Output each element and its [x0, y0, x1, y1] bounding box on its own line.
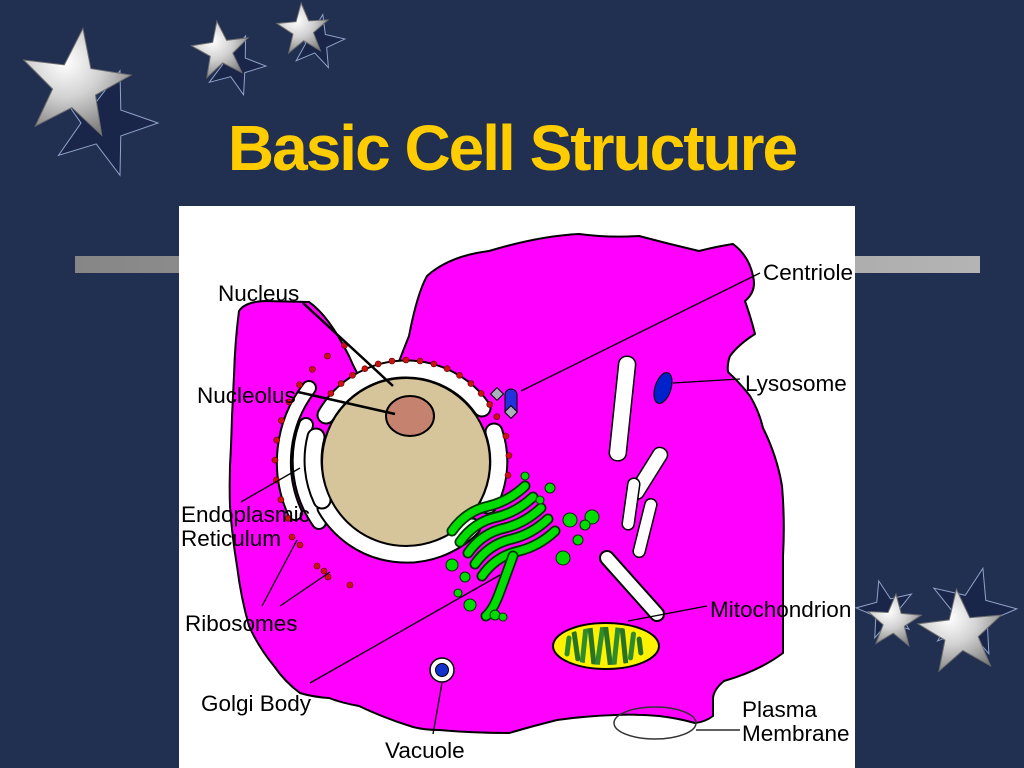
label-er-line2: Reticulum	[181, 526, 281, 551]
star-top-small-1	[189, 17, 274, 98]
label-ribosomes: Ribosomes	[185, 611, 298, 636]
centriole-body	[489, 386, 519, 420]
label-centriole: Centriole	[763, 260, 853, 285]
label-plasma-line2: Membrane	[742, 721, 850, 746]
ribosome-dots	[271, 342, 513, 589]
label-plasma-line1: Plasma	[742, 697, 818, 722]
slide-title: Basic Cell Structure	[227, 112, 798, 184]
label-golgi-body: Golgi Body	[201, 691, 312, 716]
label-er-line1: Endoplasmic	[181, 502, 310, 527]
cell-diagram: Nucleus Nucleolus Endoplasmic Reticulum …	[181, 233, 853, 763]
nucleolus-body	[385, 395, 435, 437]
star-top-small-2	[276, 1, 349, 69]
white-vesicles	[599, 355, 669, 622]
cell-diagram-panel: Nucleus Nucleolus Endoplasmic Reticulum …	[179, 206, 855, 768]
label-nucleus: Nucleus	[218, 281, 299, 306]
label-mitochondrion: Mitochondrion	[710, 597, 851, 622]
diagram-labels: Nucleus Nucleolus Endoplasmic Reticulum …	[181, 260, 853, 763]
golgi-body	[445, 471, 600, 622]
star-bottom-large	[915, 558, 1024, 673]
nucleus-body	[321, 377, 491, 547]
lysosome-body	[653, 372, 673, 404]
plasma-membrane-body	[613, 706, 697, 740]
mitochondrion-body	[552, 622, 660, 670]
vacuole-body	[429, 657, 455, 683]
label-nucleolus: Nucleolus	[197, 383, 296, 408]
pointer-lines	[240, 272, 761, 735]
label-vacuole: Vacuole	[385, 738, 465, 763]
star-bottom-medium	[851, 574, 922, 646]
golgi-vesicles	[445, 471, 600, 622]
nuclear-envelope	[303, 359, 509, 564]
endoplasmic-reticulum	[275, 380, 327, 530]
label-lysosome: Lysosome	[745, 371, 847, 396]
